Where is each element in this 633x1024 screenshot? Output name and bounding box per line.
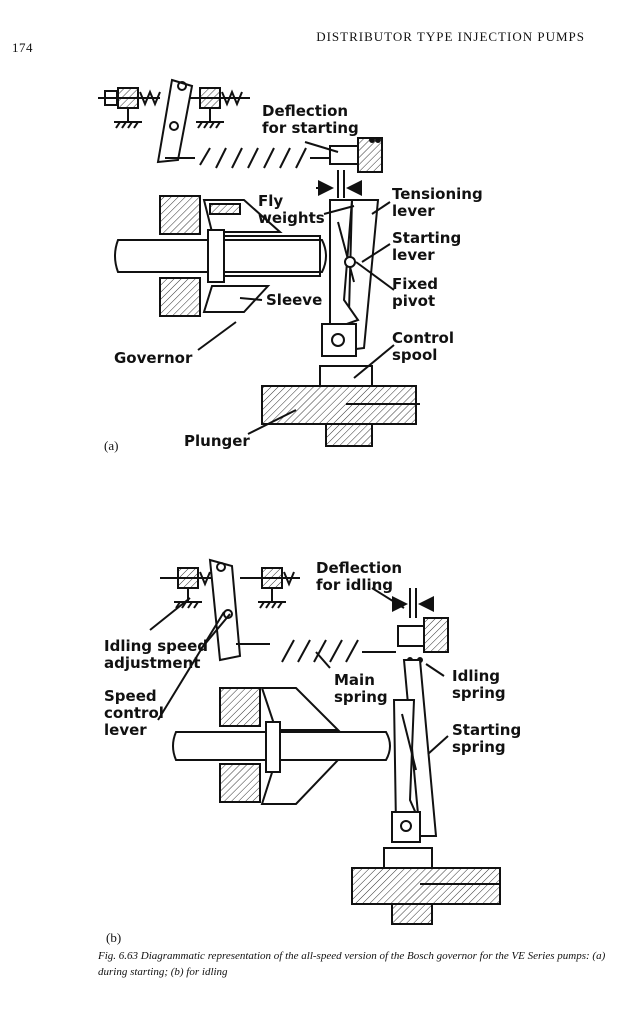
label-plunger: Plunger [184, 432, 250, 450]
figure-caption: Fig. 6.63 Diagrammatic representation of… [98, 950, 606, 978]
label-idling-spring: Idling spring [452, 667, 506, 702]
label-speed-control-lever: Speed control lever [104, 687, 164, 739]
full-load-stop-screw-a [180, 87, 250, 129]
drive-shaft-b [172, 731, 391, 761]
label-tensioning-lever: Tensioning lever [392, 185, 483, 220]
label-idling-speed-adjustment: Idling speed adjustment [104, 637, 208, 672]
sleeve-a [224, 235, 321, 277]
figure-b-tag: (b) [106, 930, 122, 945]
page-number: 174 [12, 40, 33, 55]
main-spring-a [199, 147, 330, 169]
label-main-spring: Main spring [334, 671, 388, 706]
running-head: DISTRIBUTOR TYPE INJECTION PUMPS [316, 29, 585, 44]
figure-a-shapes [98, 78, 420, 447]
plunger-b [351, 867, 501, 905]
label-control-spool: Control spool [392, 329, 455, 364]
figure-a-tag: (a) [104, 438, 119, 453]
idle-stop-screw-a [98, 87, 161, 129]
label-starting-lever: Starting lever [392, 229, 462, 264]
label-sleeve: Sleeve [266, 291, 323, 309]
label-governor: Governor [114, 349, 193, 367]
label-deflection-for-idling: Deflection for idling [316, 559, 403, 594]
main-spring-b [281, 639, 396, 663]
flyweight-lower-a [202, 285, 271, 313]
figure-b-shapes [149, 558, 501, 925]
label-deflection-for-starting: Deflection for starting [262, 102, 359, 137]
label-fixed-pivot: Fixed pivot [392, 275, 438, 310]
speed-control-lever-a [156, 78, 194, 164]
flyweight-b [260, 687, 341, 731]
tensioning-lever-a [346, 199, 380, 352]
full-load-stop-screw-b [240, 567, 300, 609]
starting-lever-a [329, 199, 360, 332]
starting-lever-b [392, 699, 420, 828]
label-starting-spring: Starting spring [452, 721, 522, 756]
label-fly-weights: Fly weights [258, 192, 325, 227]
